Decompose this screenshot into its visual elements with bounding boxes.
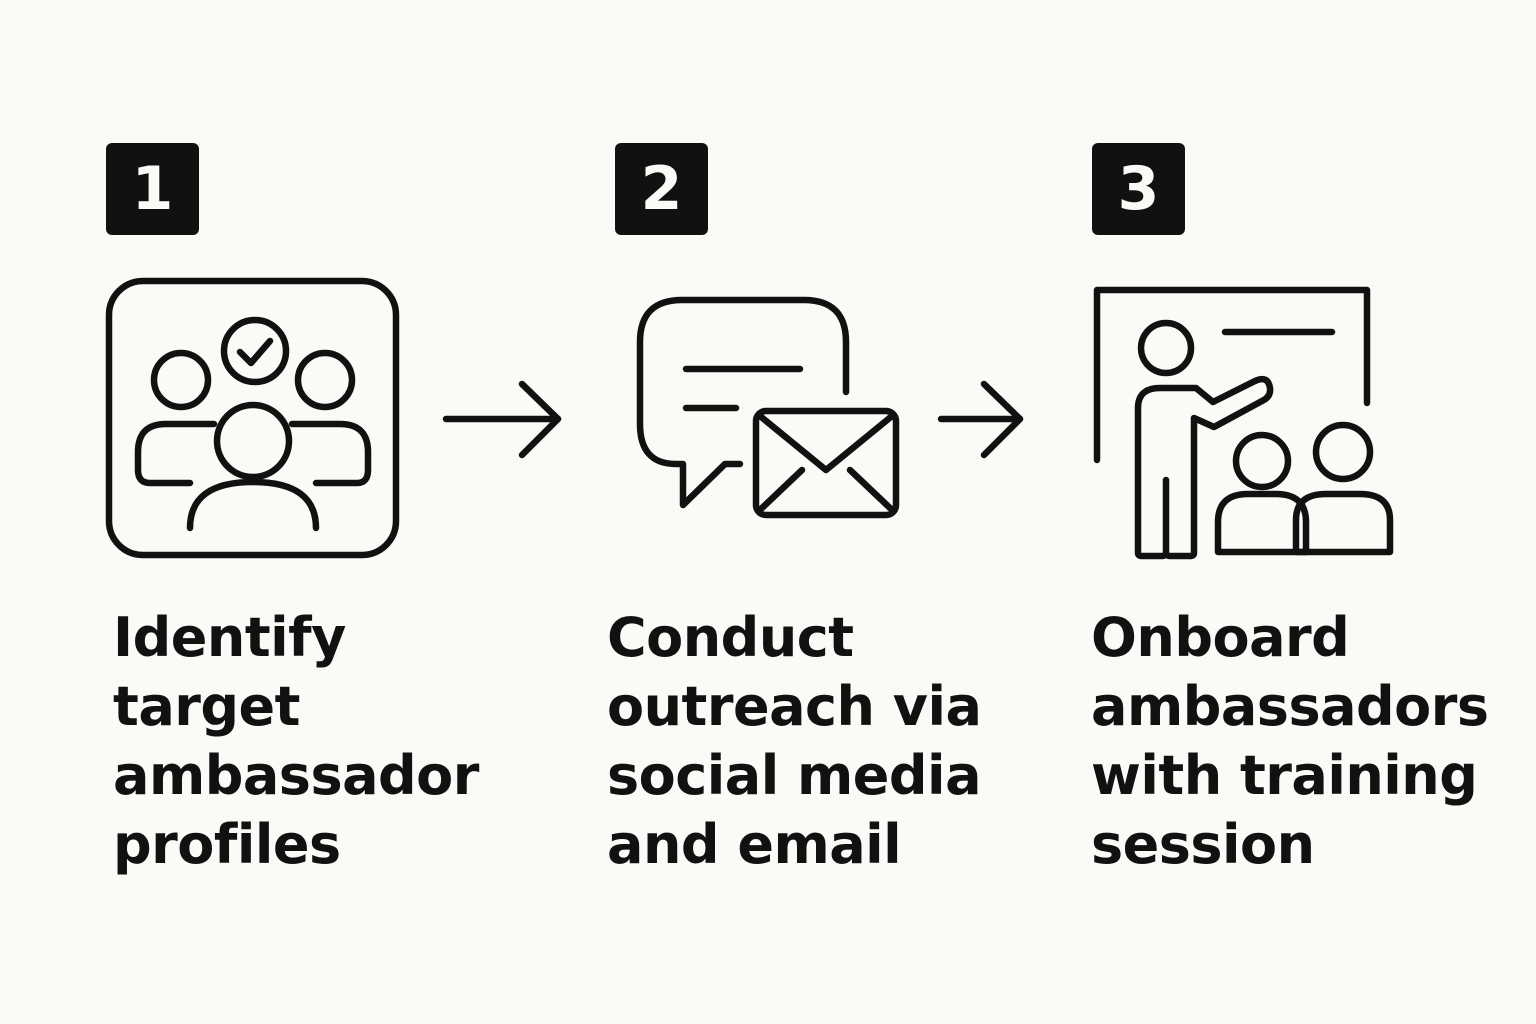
training-presentation-icon (1093, 286, 1394, 560)
step-3-description: Onboard ambassadors with training sessio… (1091, 603, 1489, 879)
step-1-line-2: target (113, 675, 300, 738)
arrow-right-icon (442, 380, 562, 459)
step-3-line-1: Onboard (1091, 606, 1350, 669)
step-3-line-2: ambassadors (1091, 675, 1489, 738)
step-1-number-badge: 1 (106, 143, 199, 235)
step-3-line-4: session (1091, 813, 1315, 876)
group-check-icon (105, 277, 400, 559)
step-2-line-1: Conduct (607, 606, 854, 669)
step-3-number-badge: 3 (1092, 143, 1185, 235)
chat-email-icon (636, 296, 900, 519)
step-2-description: Conduct outreach via social media and em… (607, 603, 982, 879)
step-1-description: Identify target ambassador profiles (113, 603, 479, 879)
step-2-number-badge: 2 (615, 143, 708, 235)
step-1-line-1: Identify (113, 606, 346, 669)
arrow-right-icon (937, 380, 1024, 459)
step-1-line-3: ambassador (113, 744, 479, 807)
step-2-line-4: and email (607, 813, 902, 876)
step-2-line-2: outreach via (607, 675, 982, 738)
step-2-line-3: social media (607, 744, 982, 807)
step-1-line-4: profiles (113, 813, 341, 876)
step-3-line-3: with training (1091, 744, 1478, 807)
